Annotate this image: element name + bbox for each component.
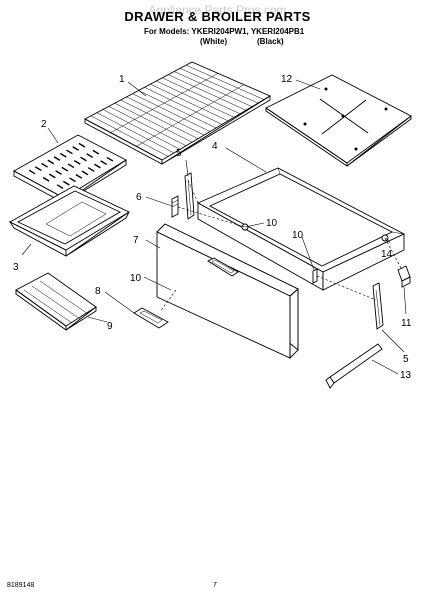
grid-slot [92, 149, 100, 155]
grid-slot [55, 170, 62, 175]
watermark: Appliance Parts Pros.com [148, 3, 287, 17]
color-black-label: (Black) [257, 37, 284, 46]
part-oven-rack [84, 61, 271, 165]
grid-slot [86, 153, 94, 158]
assembly-lines [159, 179, 403, 313]
callout-4: 4 [212, 141, 218, 152]
part-broiler-pan [8, 185, 130, 257]
rack-wire [138, 90, 217, 129]
part-drawer-body [196, 167, 406, 291]
callout-5-left: 5 [176, 148, 182, 159]
rack-wire [168, 74, 247, 111]
leader-lines [21, 79, 407, 375]
part-pan-cover [265, 74, 412, 167]
grid-slot [62, 180, 70, 186]
rack-wire [144, 87, 223, 125]
grid-slot [47, 159, 55, 165]
part-screw-lower [312, 268, 318, 284]
grid-slot [80, 156, 87, 162]
part-drawer-front [156, 223, 299, 360]
grid-slot [81, 170, 89, 176]
grid-slot [66, 149, 73, 155]
part-slide-bracket-right [372, 282, 384, 330]
rack-wire [132, 93, 211, 132]
rack-crossbar [110, 73, 219, 133]
grid-slot [59, 152, 67, 158]
part-support-bar [325, 343, 383, 389]
grid-slot [72, 146, 80, 151]
grid-slot [67, 163, 75, 169]
callout-12: 12 [281, 74, 293, 85]
part-drawer-handle [133, 307, 169, 329]
part-slide-bracket-left [184, 172, 195, 220]
grid-slot [106, 156, 114, 162]
grid-slot [69, 177, 76, 183]
callout-10-left: 10 [130, 273, 142, 284]
callout-10-right: 10 [292, 230, 304, 241]
grid-slot [78, 142, 86, 148]
page-number: 7 [213, 582, 217, 589]
grid-slot [61, 166, 69, 172]
color-white-label: (White) [200, 37, 228, 46]
rack-wire [108, 106, 187, 147]
grid-slot [100, 160, 108, 166]
callout-8: 8 [95, 286, 101, 297]
part-clip [397, 265, 411, 288]
rack-wire [174, 71, 253, 107]
callout-2: 2 [41, 119, 47, 130]
callout-5-right: 5 [403, 354, 409, 365]
rack-wire [96, 112, 175, 154]
callout-9: 9 [107, 321, 113, 332]
grid-slot [28, 169, 36, 175]
rack-wire [185, 64, 265, 100]
document-number: 8189148 [7, 582, 35, 589]
rack-wire [126, 96, 205, 136]
rack-wire [114, 102, 193, 143]
rack-crossbar [136, 84, 245, 147]
rack-wire [120, 99, 199, 139]
callout-1: 1 [119, 74, 125, 85]
grid-slot [87, 167, 95, 172]
grid-slot [56, 184, 64, 190]
callout-11: 11 [401, 318, 412, 329]
grid-slot [73, 159, 81, 165]
rack-wire [150, 83, 229, 122]
callout-13: 13 [400, 370, 412, 381]
callout-10-mid: 10 [266, 218, 278, 229]
part-drawer-slide [15, 272, 97, 331]
part-pin [171, 195, 179, 218]
grid-slot [34, 166, 42, 172]
grid-slot [41, 162, 48, 168]
callout-14: 14 [381, 249, 393, 260]
part-broiler-grid [13, 134, 127, 204]
rack-wire [180, 68, 259, 104]
callout-7: 7 [133, 235, 139, 246]
callout-3: 3 [13, 262, 19, 273]
rack-wire [156, 80, 235, 118]
grid-slot [42, 176, 50, 182]
callout-6: 6 [136, 192, 142, 203]
rack-wire [162, 77, 241, 115]
grid-slot [53, 156, 61, 161]
grid-slot [75, 173, 83, 179]
grid-slot [94, 163, 101, 169]
grid-slot [48, 173, 56, 179]
rack-wire [90, 115, 169, 157]
models-line: For Models: YKERI204PW1, YKERI204PB1 [144, 27, 305, 36]
rack-wire [102, 109, 181, 150]
page-title: DRAWER & BROILER PARTS [124, 9, 311, 24]
